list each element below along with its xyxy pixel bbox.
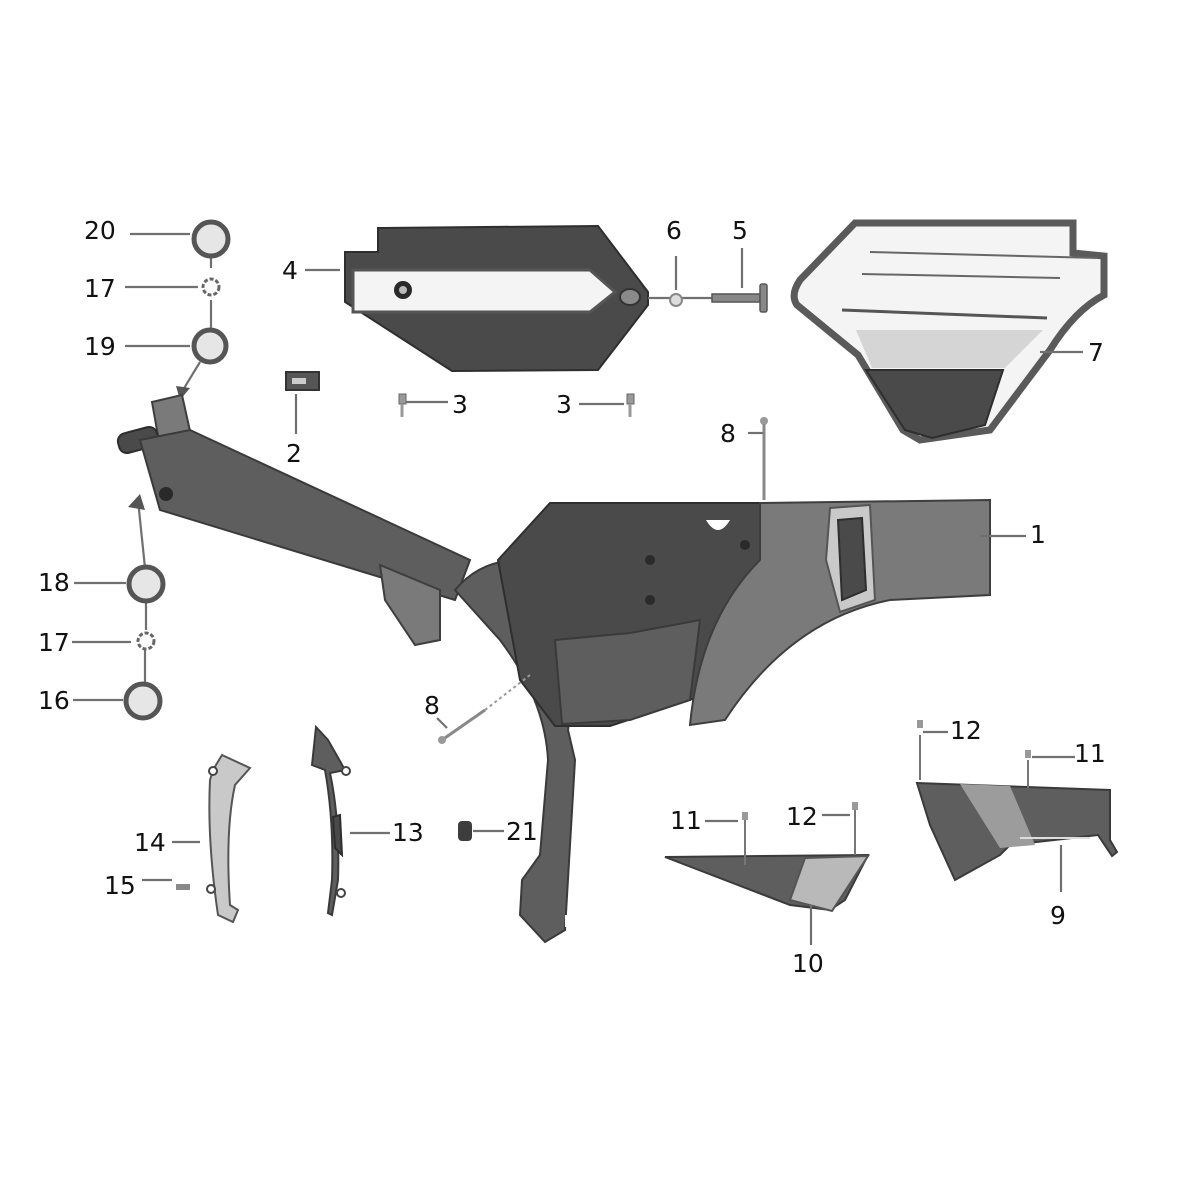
callout-8b: 8 bbox=[424, 691, 440, 720]
callout-20: 20 bbox=[84, 216, 116, 245]
part-10-left-footrest-cover bbox=[664, 802, 870, 945]
callout-13: 13 bbox=[392, 818, 424, 847]
callout-10: 10 bbox=[792, 949, 824, 978]
part-13-right-chain-guard bbox=[310, 724, 390, 917]
part-9-right-footrest-cover bbox=[915, 720, 1119, 892]
callout-18: 18 bbox=[38, 568, 70, 597]
part-7-right-side-cover bbox=[790, 219, 1108, 444]
callout-1: 1 bbox=[1030, 520, 1046, 549]
callout-3a: 3 bbox=[452, 390, 468, 419]
lower-bearing-stack bbox=[72, 494, 166, 721]
callout-11a: 11 bbox=[670, 806, 702, 835]
arrow-up-icon bbox=[128, 494, 145, 510]
callout-3b: 3 bbox=[556, 390, 572, 419]
part-1-main-frame bbox=[116, 393, 1026, 944]
part-14-left-chain-guard bbox=[172, 753, 252, 924]
part-17-ball-race-lower bbox=[136, 631, 156, 651]
part-15-small-screw bbox=[142, 878, 190, 890]
callout-15: 15 bbox=[104, 871, 136, 900]
part-16-lower-bearing-cup bbox=[123, 681, 163, 721]
part-19-upper-bearing-cup bbox=[191, 327, 229, 365]
part-20-top-nut bbox=[191, 219, 231, 259]
part-3-screw-right bbox=[579, 393, 635, 417]
part-4-left-side-cover bbox=[305, 224, 649, 373]
callout-16: 16 bbox=[38, 686, 70, 715]
callout-7: 7 bbox=[1088, 338, 1104, 367]
callout-4: 4 bbox=[282, 256, 298, 285]
callout-2: 2 bbox=[286, 439, 302, 468]
upper-bearing-stack bbox=[125, 219, 231, 400]
callout-12b: 12 bbox=[950, 716, 982, 745]
part-6-washer bbox=[648, 256, 715, 307]
part-5-fastener-knob bbox=[711, 248, 768, 313]
callout-17b: 17 bbox=[38, 628, 70, 657]
callout-11b: 11 bbox=[1074, 739, 1106, 768]
callout-14: 14 bbox=[134, 828, 166, 857]
part-17-ball-race-upper bbox=[201, 277, 221, 297]
callout-5: 5 bbox=[732, 216, 748, 245]
callout-8a: 8 bbox=[720, 419, 736, 448]
part-3-screw-left bbox=[398, 393, 448, 417]
callout-12a: 12 bbox=[786, 802, 818, 831]
callout-17a: 17 bbox=[84, 274, 116, 303]
callout-21: 21 bbox=[506, 817, 538, 846]
part-21-rubber-plug bbox=[458, 821, 504, 841]
callout-9: 9 bbox=[1050, 901, 1066, 930]
callout-19: 19 bbox=[84, 332, 116, 361]
part-2-frame-clip bbox=[285, 371, 320, 434]
part-8-bolt-upper bbox=[748, 417, 768, 500]
callout-6: 6 bbox=[666, 216, 682, 245]
part-18-lower-bearing-ring bbox=[126, 564, 166, 604]
part-8-bolt-lower bbox=[436, 674, 531, 744]
